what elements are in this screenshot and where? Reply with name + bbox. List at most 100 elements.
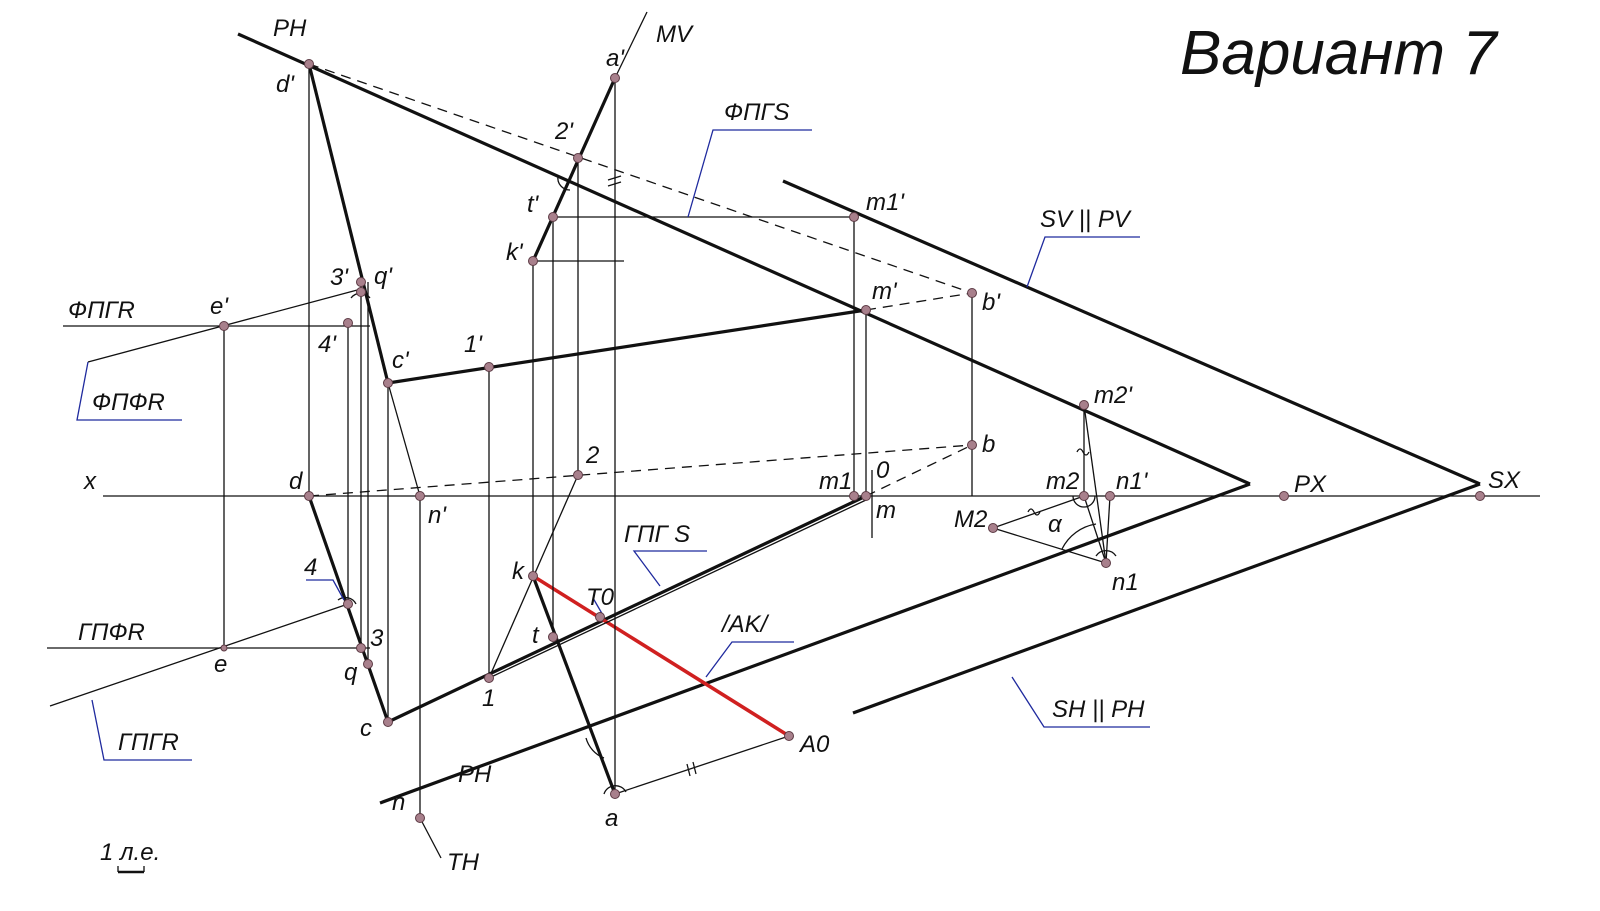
point-m1-prime (849, 212, 859, 222)
point-b (967, 440, 977, 450)
point-M2 (988, 523, 998, 533)
point-a-prime (610, 73, 620, 83)
point-e-prime (219, 321, 229, 331)
callout-fpgs: ФПГS (724, 99, 790, 126)
callout-sv-pv: SV || PV (1040, 206, 1132, 233)
point-1 (484, 673, 494, 683)
callout-ak: /AK/ (720, 611, 770, 638)
callout-gpfr: ГПФR (78, 619, 145, 646)
dashed-lines (308, 63, 973, 497)
label-n1-prime: n1' (1116, 468, 1149, 495)
label-t: t (532, 622, 540, 649)
line-d-c (307, 495, 390, 723)
trace-th (419, 817, 442, 859)
label-n: n (392, 789, 405, 816)
point-px (1279, 491, 1289, 501)
leader-fpfr (76, 361, 182, 421)
right-angle-mark-a (603, 785, 627, 795)
line-c-n-prime (387, 382, 421, 497)
label-2-prime: 2' (554, 118, 574, 145)
label-A0: A0 (798, 731, 830, 758)
label-m2: m2 (1046, 468, 1079, 495)
point-3 (356, 643, 366, 653)
double-line-gpgs (488, 499, 867, 679)
line-m2-n1 (1083, 495, 1107, 564)
label-ph-lower: PH (458, 761, 492, 788)
point-4-prime (343, 318, 353, 328)
tilde-M2 (1027, 508, 1041, 516)
label-n-prime: n' (428, 502, 447, 529)
callout-gpgr: ГПГR (118, 729, 179, 756)
label-2: 2 (585, 442, 599, 469)
label-1: 1 (482, 685, 495, 712)
line-M2-m2 (992, 495, 1085, 529)
point-e (220, 644, 228, 652)
label-e-prime: e' (210, 293, 229, 320)
leader-sh-ph (1011, 676, 1150, 728)
label-T0: T0 (586, 584, 615, 611)
label-3-prime: 3' (330, 264, 349, 291)
point-A0 (784, 731, 794, 741)
label-q: q (344, 659, 358, 686)
point-labels: PH MV a' d' 2' t' k' m1' 3' q' e' m' b' … (83, 15, 1521, 876)
callout-fpfr: ФПФR (92, 389, 165, 416)
line-a-A0 (614, 735, 790, 795)
point-b-prime (967, 288, 977, 298)
point-q-prime (356, 277, 366, 287)
label-0: 0 (876, 457, 890, 484)
point-2-prime (573, 153, 583, 163)
main-lines (237, 32, 1481, 805)
dash-d-b (308, 444, 973, 497)
label-n1: n1 (1112, 569, 1139, 596)
point-T0 (595, 612, 605, 622)
label-alpha: α (1048, 511, 1063, 538)
point-q (363, 659, 373, 669)
label-c-prime: c' (392, 347, 410, 374)
marks (337, 175, 1117, 795)
right-angle-mark-4 (337, 596, 357, 605)
point-d-prime (304, 59, 314, 69)
point-m2 (1079, 491, 1089, 501)
point-1-prime (484, 362, 494, 372)
point-n1-prime (1105, 491, 1115, 501)
trace-mv (614, 11, 648, 79)
label-e: e (214, 651, 227, 678)
label-th: TH (447, 849, 480, 876)
leader-sv-pv (1026, 236, 1140, 288)
label-mv: MV (656, 21, 694, 48)
label-d: d (289, 468, 303, 495)
construction-lines (47, 11, 1540, 859)
line-c-m-prime (387, 308, 867, 385)
tick-a-A0-1 (686, 763, 691, 777)
point-sx (1475, 491, 1485, 501)
true-length-ak (532, 574, 790, 738)
label-k-prime: k' (506, 239, 524, 266)
point-n (415, 813, 425, 823)
point-4 (343, 599, 353, 609)
label-M2: M2 (954, 506, 987, 533)
label-c: c (360, 715, 372, 742)
label-m: m (876, 497, 896, 524)
label-4-prime: 4' (318, 331, 337, 358)
label-b: b (982, 431, 995, 458)
line-c-m (387, 494, 867, 724)
callout-leaders (76, 129, 1150, 761)
trace-gpgr (49, 603, 349, 707)
scale-label: 1 л.е. (100, 839, 160, 866)
label-ph-upper: PH (273, 15, 307, 42)
point-c (383, 717, 393, 727)
angle-mark-lower (585, 737, 605, 759)
callout-labels: ФПГS SV || PV ФПГR ФПФR ГПФR ГПГR ГПГ S … (68, 99, 1145, 756)
leader-ak (705, 641, 794, 678)
point-d (304, 491, 314, 501)
point-c-prime (383, 378, 393, 388)
point-n1 (1101, 558, 1111, 568)
trace-sv (782, 179, 1481, 486)
angle-arc-alpha (1061, 523, 1097, 550)
point-t (548, 632, 558, 642)
label-q-prime: q' (374, 263, 393, 290)
label-x: x (83, 468, 97, 495)
label-1-prime: 1' (464, 331, 483, 358)
line-M2-n1 (992, 527, 1107, 564)
line-n1prime-n1 (1105, 495, 1111, 564)
